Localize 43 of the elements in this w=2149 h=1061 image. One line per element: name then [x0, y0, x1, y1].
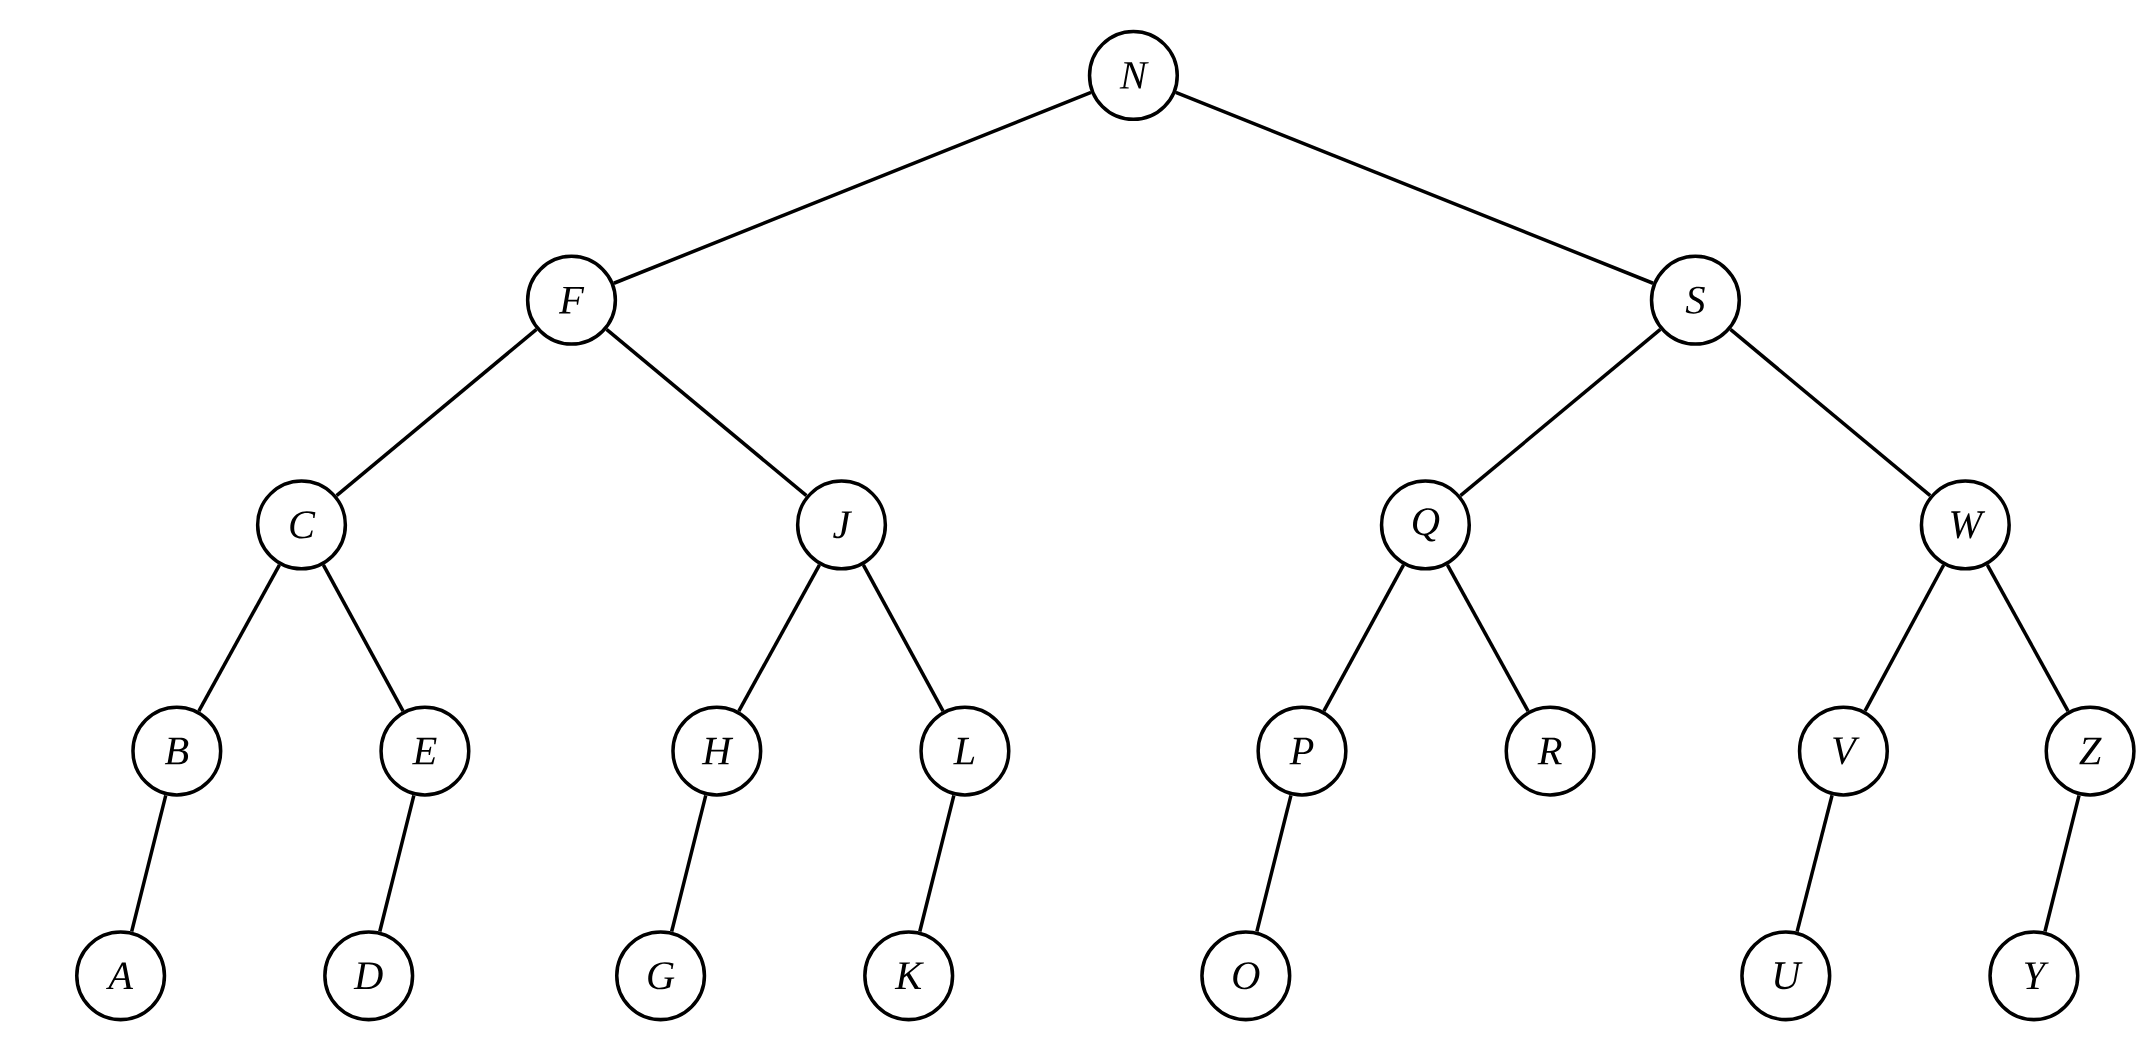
tree-edge — [861, 564, 945, 712]
tree-node: K — [863, 930, 955, 1022]
tree-edge — [737, 564, 822, 713]
tree-edge — [1985, 564, 2070, 713]
tree-node: W — [1919, 479, 2011, 571]
tree-edge — [1175, 90, 1654, 285]
tree-node: F — [525, 254, 618, 346]
tree-edge — [321, 564, 405, 712]
tree-edge — [613, 90, 1092, 285]
tree-edge — [197, 564, 282, 713]
tree-edge — [378, 795, 416, 933]
tree-node: Q — [1379, 479, 1471, 571]
tree-edge — [1729, 328, 1932, 498]
tree-node: H — [671, 705, 763, 797]
tree-edge — [2043, 795, 2081, 933]
tree-edge — [1863, 564, 1946, 712]
tree-node: P — [1256, 705, 1348, 797]
tree-edge — [1459, 328, 1662, 498]
tree-edge — [669, 795, 708, 933]
tree-edge — [1445, 564, 1530, 713]
tree-edge — [1795, 794, 1834, 933]
tree-edge — [1322, 564, 1406, 712]
tree-edge — [1255, 795, 1293, 933]
tree-node: B — [131, 705, 223, 797]
tree-edge — [129, 795, 168, 933]
tree-node: S — [1649, 254, 1741, 346]
tree-node: C — [255, 479, 348, 571]
tree-edge — [335, 328, 538, 498]
tree-node: D — [323, 930, 415, 1022]
tree-node: L — [919, 705, 1011, 797]
tree-node: Y — [1988, 930, 2080, 1022]
tree-node: N — [1087, 29, 1179, 122]
tree-node: G — [615, 930, 707, 1022]
tree-node: J — [795, 479, 888, 571]
tree-node: A — [75, 930, 167, 1022]
tree-node: Z — [2044, 705, 2136, 797]
tree-node: R — [1504, 705, 1596, 797]
tree-edge — [605, 328, 808, 498]
tree-edge — [918, 795, 956, 933]
tree-node: V — [1797, 705, 1889, 797]
tree-node: U — [1740, 930, 1832, 1022]
tree-node: E — [379, 705, 471, 797]
tree-node: O — [1200, 930, 1292, 1022]
